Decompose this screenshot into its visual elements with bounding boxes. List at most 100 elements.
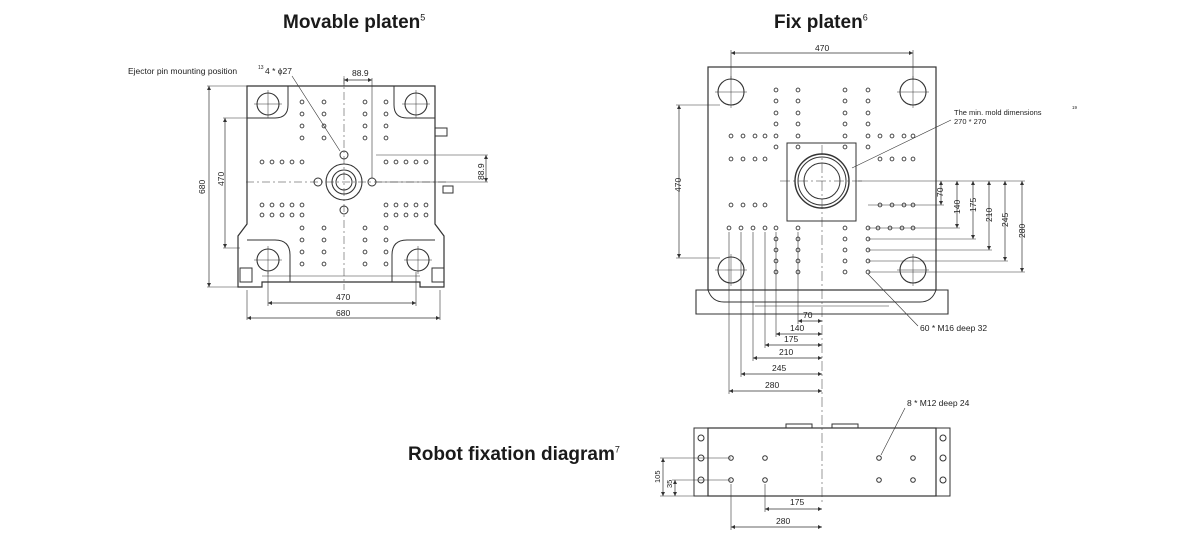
fix-bolt-hole	[877, 133, 883, 139]
fix-bolt-hole	[910, 133, 916, 139]
movable-dim-680v-arrow-start	[207, 86, 211, 90]
fix-dim-470-left-arrow-start	[677, 105, 681, 109]
robot-dim-175-arrow-start	[765, 507, 769, 511]
fix-dim-470-left: 470	[673, 178, 683, 192]
movable-dim-680h-arrow-end	[436, 316, 440, 320]
movable-bolt-hole	[279, 159, 285, 165]
robot-dim-35-arrow-end	[673, 492, 677, 496]
robot-thread-hole	[762, 477, 768, 483]
robot-top-rail-right	[831, 423, 859, 429]
movable-pocket-br	[391, 239, 435, 282]
fix-bolt-hole	[865, 87, 871, 93]
mold-dimensions-note: 19	[1072, 105, 1078, 110]
fix-bolt-hole	[740, 133, 746, 139]
movable-bolt-hole	[403, 159, 409, 165]
fix-platen-drawing	[676, 50, 1025, 505]
robot-dim-280: 280	[776, 516, 790, 526]
fix-bolt-hole	[795, 110, 801, 116]
movable-platen-title: Movable platen5	[283, 12, 425, 34]
movable-bolt-hole	[299, 249, 305, 255]
fix-bolt-hole	[842, 269, 848, 275]
fix-bottom-dim-5-arrow-start	[729, 389, 733, 393]
movable-bolt-hole	[269, 212, 275, 218]
robot-side-block-right	[935, 427, 951, 497]
robot-thread-hole	[876, 455, 882, 461]
fix-bolt-hole	[795, 98, 801, 104]
fix-bolt-hole	[762, 225, 768, 231]
fix-bolt-hole	[842, 144, 848, 150]
mold-dimensions-label: The min. mold dimensions	[954, 108, 1042, 117]
fix-bolt-hole	[795, 133, 801, 139]
movable-bolt-hole	[403, 212, 409, 218]
fix-bolt-hole	[752, 156, 758, 162]
movable-ejector-pin-left	[313, 177, 323, 187]
movable-bolt-hole	[383, 249, 389, 255]
movable-dim-470v-arrow-end	[223, 244, 227, 248]
movable-bolt-hole	[413, 159, 419, 165]
movable-bolt-hole	[383, 123, 389, 129]
fix-bolt-hole	[842, 236, 848, 242]
fix-bottom-dim-1-arrow-end	[818, 332, 822, 336]
movable-center-outer-ring	[325, 163, 363, 201]
fix-bottom-dim-2-arrow-end	[818, 343, 822, 347]
movable-dim-88-right-arrow-end	[484, 178, 488, 182]
movable-bolt-hole	[259, 202, 265, 208]
movable-foot-right	[431, 267, 445, 283]
fix-bolt-hole	[842, 133, 848, 139]
fix-bolt-hole	[773, 98, 779, 104]
fix-bolt-hole	[726, 225, 732, 231]
fix-right-dim-4-arrow-end	[1003, 257, 1007, 261]
movable-bolt-hole	[259, 159, 265, 165]
fix-bolt-hole	[752, 202, 758, 208]
movable-bolt-hole	[393, 202, 399, 208]
robot-thread-hole	[762, 455, 768, 461]
movable-platen-title-note: 5	[420, 12, 426, 23]
movable-bolt-hole	[383, 99, 389, 105]
movable-pocket-bl	[247, 239, 291, 282]
robot-side-block-left	[693, 427, 709, 497]
movable-bolt-hole	[413, 212, 419, 218]
movable-bolt-hole	[321, 135, 327, 141]
movable-platen-body	[237, 85, 445, 288]
movable-bolt-hole	[321, 99, 327, 105]
fix-bottom-dim-0-arrow-end	[818, 319, 822, 323]
movable-bolt-hole	[423, 159, 429, 165]
fix-bolt-hole	[795, 121, 801, 127]
fix-bolt-hole	[773, 110, 779, 116]
robot-top-rail-left	[785, 423, 813, 429]
movable-bolt-hole	[383, 237, 389, 243]
fix-right-dim-0-arrow-start	[939, 181, 943, 185]
robot-dim-105-arrow-start	[661, 458, 665, 462]
fix-dim-470-left-arrow-end	[677, 254, 681, 258]
movable-center-inner-ring	[331, 169, 357, 195]
movable-bolt-hole	[299, 225, 305, 231]
movable-bolt-hole	[362, 249, 368, 255]
movable-platen-drawing	[207, 75, 488, 320]
fix-bolt-hole	[842, 87, 848, 93]
movable-bolt-hole	[403, 202, 409, 208]
fix-bolt-hole	[773, 121, 779, 127]
robot-fixation-drawing	[660, 407, 951, 530]
robot-thread-label: 8 * M12 deep 24	[907, 398, 970, 408]
robot-dim-35-arrow-start	[673, 480, 677, 484]
robot-dim-175-arrow-end	[818, 507, 822, 511]
movable-bolt-hole	[383, 225, 389, 231]
movable-bolt-hole	[362, 123, 368, 129]
movable-side-tab-lower	[442, 185, 454, 194]
fix-bottom-dim-245: 245	[772, 363, 786, 373]
fix-right-dim-210: 210	[984, 208, 994, 222]
movable-bolt-hole	[279, 202, 285, 208]
movable-dim-88-9-right: 88.9	[476, 163, 486, 180]
movable-pocket-tr	[393, 86, 435, 119]
movable-bolt-hole	[321, 123, 327, 129]
movable-bolt-hole	[383, 261, 389, 267]
movable-bolt-hole	[383, 111, 389, 117]
fix-bottom-dim-210: 210	[779, 347, 793, 357]
fix-bolt-hole	[738, 225, 744, 231]
fix-platen-title-text: Fix platen	[774, 12, 863, 33]
fix-right-dim-2-arrow-start	[971, 181, 975, 185]
movable-dim-88-top-arrow-start	[344, 78, 348, 82]
movable-dim-88-right-arrow-start	[484, 155, 488, 159]
fix-bolt-hole	[889, 133, 895, 139]
